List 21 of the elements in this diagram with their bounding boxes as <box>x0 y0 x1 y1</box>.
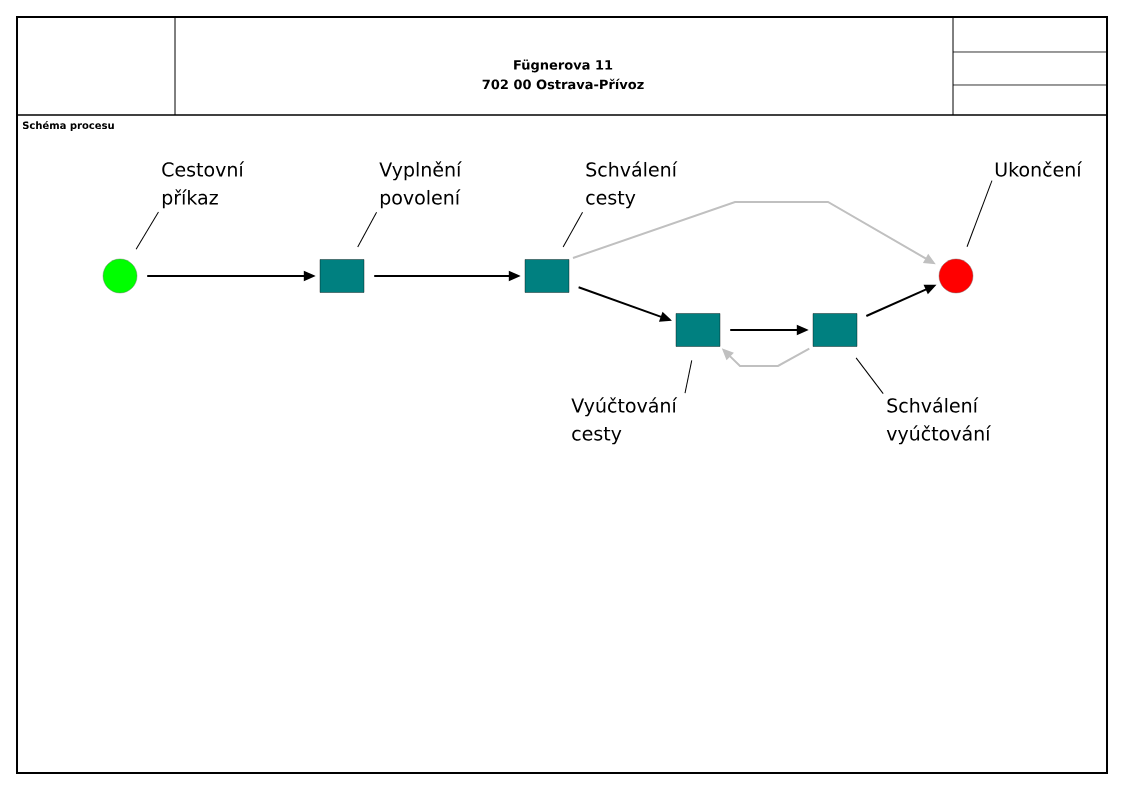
leader-line <box>966 180 993 248</box>
header-text: Fügnerova 11 <box>514 59 613 73</box>
leader-line <box>684 359 693 394</box>
step-label: Vyplnění povolení <box>379 161 462 209</box>
leader-line <box>357 211 378 248</box>
step-label: Vyúčtování cesty <box>571 397 678 445</box>
activity-box <box>812 313 858 347</box>
leader-line <box>135 211 159 250</box>
event-circle <box>102 258 138 294</box>
step-label: Ukončení <box>995 161 1083 177</box>
event-circle <box>938 258 974 294</box>
step-label: Schválení cesty <box>586 161 678 209</box>
leader-line <box>855 357 884 395</box>
activity-box <box>675 313 721 347</box>
activity-box <box>524 259 570 293</box>
step-label: Cestovní příkaz <box>162 161 245 209</box>
activity-box <box>319 259 365 293</box>
section-title: Schéma procesu <box>22 120 114 132</box>
step-label: Schválení vyúčtování <box>886 397 991 445</box>
leader-line <box>562 211 584 248</box>
header-text: 702 00 Ostrava-Přívoz <box>482 78 644 90</box>
